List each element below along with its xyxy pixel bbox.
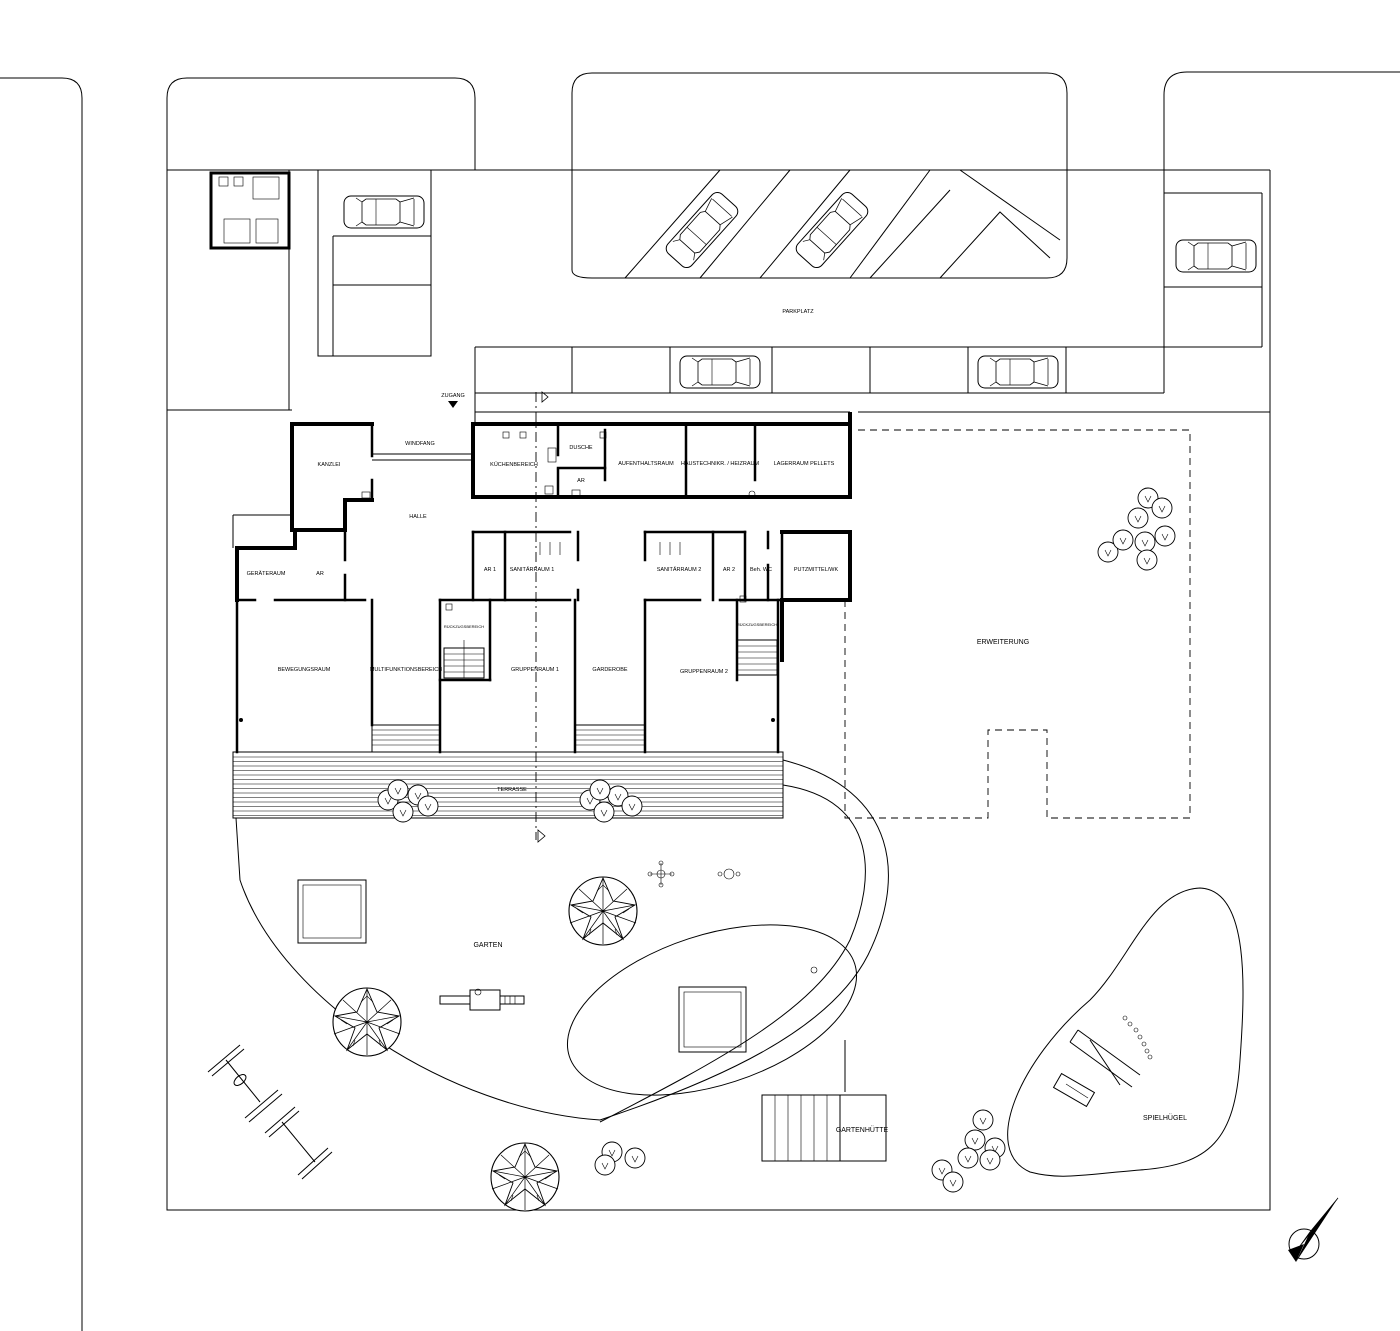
room-ar2: AR 2 <box>723 567 735 573</box>
shrub-icon <box>979 1149 1001 1171</box>
terrasse-label: TERRASSE <box>497 787 527 793</box>
parkplatz-label: PARKPLATZ <box>782 309 814 315</box>
room-gruppenraum1: GRUPPENRAUM 1 <box>511 667 559 673</box>
shrub-icon <box>1136 549 1158 571</box>
stepping-stones <box>1122 1015 1153 1060</box>
shrub-icon <box>942 1171 964 1193</box>
outbuilding <box>209 171 291 250</box>
section-arrow-icon <box>541 391 549 403</box>
room-haustechnik: HAUSTECHNIKR. / HEIZRAUM <box>681 461 760 467</box>
room-garderobe: GARDEROBE <box>592 667 627 673</box>
shrub-icon <box>624 1147 646 1169</box>
room-gruppenraum2: GRUPPENRAUM 2 <box>680 669 728 675</box>
play-hill <box>1007 887 1244 1177</box>
car-icon <box>679 355 761 389</box>
room-rueckzug2: RÜCKZUGSBEREICH <box>737 622 777 627</box>
play-item-icon <box>647 860 675 888</box>
stepping-stone <box>1133 1027 1139 1033</box>
stair-icon <box>443 640 485 679</box>
room-windfang: WINDFANG <box>405 441 435 447</box>
room-geraeteraum: GERÄTERAUM <box>247 570 286 577</box>
section-arrow-icon <box>537 829 546 843</box>
room-aufenthaltsraum: AUFENTHALTSRAUM <box>618 461 674 467</box>
stair-icon <box>736 639 778 676</box>
sandbox-icon <box>297 879 367 944</box>
shrub-icon <box>621 795 643 817</box>
tree-icon <box>490 1142 560 1212</box>
shrub-icon <box>392 801 414 823</box>
shrub-icon <box>417 795 439 817</box>
property-line <box>166 170 1271 1211</box>
shrub-icon <box>589 779 611 801</box>
stepping-stone <box>1144 1048 1150 1054</box>
stepping-stone <box>1127 1021 1133 1027</box>
play-hill-equipment <box>1052 1029 1141 1108</box>
shrub-icon <box>594 1154 616 1176</box>
room-lagerraum: LAGERRAUM PELLETS <box>774 461 835 467</box>
building-walls <box>235 412 852 754</box>
shrub-icon <box>1151 497 1173 519</box>
marker-icon <box>810 966 818 974</box>
room-dusche: DUSCHE <box>569 445 593 451</box>
stepping-stone <box>1122 1015 1128 1021</box>
room-kuechenbereich: KÜCHENBEREICH <box>490 461 538 468</box>
car-icon <box>343 195 425 229</box>
room-sanitaer1: SANITÄRRAUM 1 <box>510 566 555 573</box>
garten-label: GARTEN <box>473 942 502 949</box>
slide-icon <box>439 988 525 1011</box>
tree-icon <box>332 987 402 1057</box>
car-icon <box>792 189 872 271</box>
shrub-icon <box>1127 507 1149 529</box>
zugang-label: ZUGANG <box>441 393 465 399</box>
room-bewegungsraum: BEWEGUNGSRAUM <box>278 667 331 673</box>
car-icon <box>1175 239 1257 273</box>
gartenhuette-label: GARTENHÜTTE <box>836 1126 889 1134</box>
shrub-icon <box>377 487 1176 1193</box>
room-putzmittel: PUTZMITTEL/WK <box>794 567 839 573</box>
shrub-icon <box>593 801 615 823</box>
swing-icon <box>207 1044 333 1180</box>
play-item-icon <box>717 868 741 880</box>
stepping-stone <box>1137 1034 1143 1040</box>
north-arrow-icon <box>1288 1197 1339 1262</box>
spielhuegel-label: SPIELHÜGEL <box>1143 1114 1187 1122</box>
sandbox-icon <box>678 986 747 1053</box>
right-parking <box>1164 192 1263 348</box>
shrub-icon <box>387 779 409 801</box>
room-kanzlei: KANZLEI <box>318 462 341 468</box>
room-multifunktion: MULTIFUNKTIONSBEREICH <box>370 667 442 673</box>
stepping-stone <box>1147 1054 1153 1060</box>
terrace <box>232 751 784 819</box>
shrub-icon <box>964 1129 986 1151</box>
porch-steps <box>371 724 646 753</box>
room-halle: HALLE <box>409 514 427 520</box>
shrub-icon <box>1112 529 1134 551</box>
room-ar-kitchen: AR <box>577 478 585 484</box>
room-sanitaer2: SANITÄRRAUM 2 <box>657 566 702 573</box>
entrance-arrow-icon <box>448 401 458 408</box>
garden-paths <box>235 759 889 1123</box>
car-icon <box>977 355 1059 389</box>
garden-shed <box>761 1094 887 1162</box>
erweiterung-label: ERWEITERUNG <box>977 639 1029 646</box>
room-labels: KANZLEI WINDFANG KÜCHENBEREICH DUSCHE AR… <box>247 441 839 675</box>
parking-islands <box>624 169 1061 279</box>
shrub-icon <box>1154 525 1176 547</box>
room-behwc: Beh. WC <box>750 567 772 573</box>
tree-icon <box>568 876 638 946</box>
room-rueckzug1: RÜCKZUGSBEREICH <box>444 624 484 629</box>
room-ar-left: AR <box>316 571 324 577</box>
shrub-icon <box>1134 531 1156 553</box>
shrub-icon <box>957 1147 979 1169</box>
room-ar1: AR 1 <box>484 567 496 573</box>
shrub-icon <box>972 1109 994 1131</box>
parking-strip <box>474 346 1164 394</box>
fixtures <box>239 431 775 722</box>
car-icon <box>662 189 742 271</box>
extension-outline <box>844 429 1191 819</box>
stepping-stone <box>1141 1041 1147 1047</box>
